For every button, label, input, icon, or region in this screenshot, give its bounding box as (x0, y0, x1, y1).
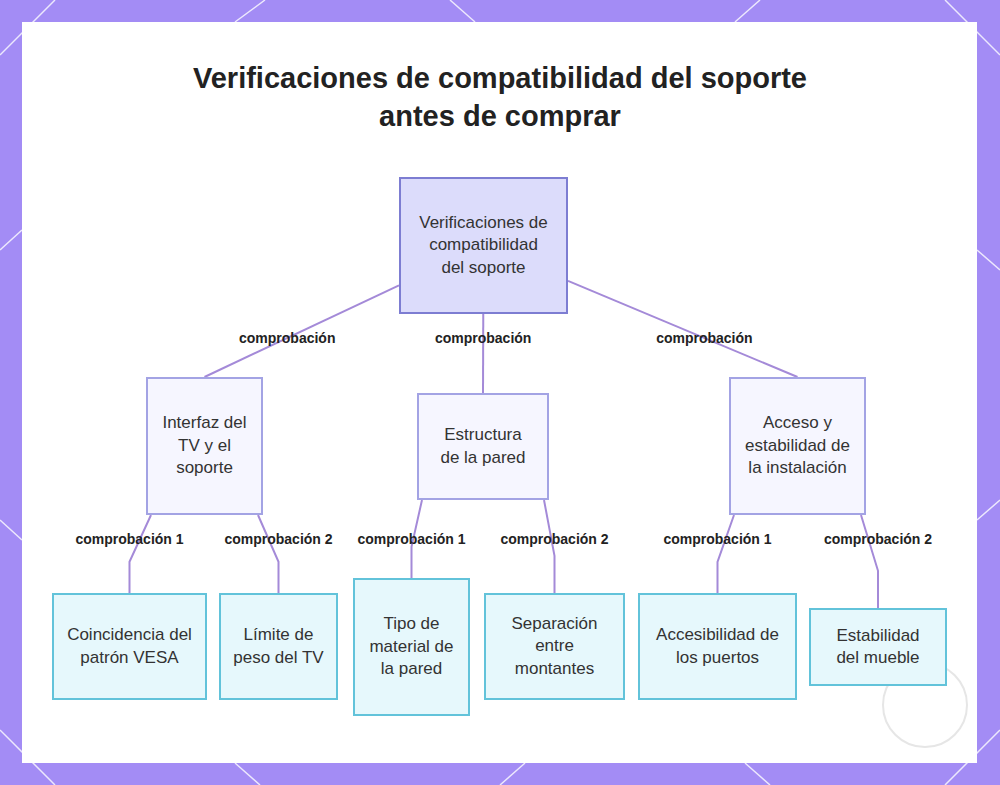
edge-label: comprobación (435, 330, 531, 346)
node-text-group: Verificaciones de compatibilidad del sop… (419, 212, 548, 279)
node-label: Separación entre montantes (498, 613, 611, 680)
node-label: Límite de peso del TV (233, 624, 324, 669)
node-label: Acceso y estabilidad de la instalación (745, 412, 850, 479)
connector-line (482, 314, 484, 393)
check-box: Tipo de material de la pared (353, 578, 470, 716)
connector-line (130, 515, 152, 593)
connector-line (205, 285, 400, 377)
node-label: Estabilidad del mueble (823, 625, 933, 670)
edge-label: comprobación (239, 330, 335, 346)
edge-label: comprobación 2 (500, 531, 608, 547)
category-box: Acceso y estabilidad de la instalación (729, 377, 866, 515)
edge-label: comprobación 1 (663, 531, 771, 547)
node-label: Interfaz del TV y el soporte (162, 412, 247, 479)
category-box: Estructura de la pared (417, 393, 549, 500)
edge-label: comprobación 1 (75, 531, 183, 547)
node-label: Estructura de la pared (433, 424, 533, 469)
node-text-group: Límite de peso del TV (233, 624, 324, 669)
node-text-group: Estructura de la pared (433, 424, 533, 469)
connector-line (568, 281, 798, 377)
node-text-group: Accesibilidad de los puertos (652, 624, 783, 669)
connector-line (861, 515, 878, 608)
connector-line (258, 515, 279, 593)
diagram-title: Verificaciones de compatibilidad del sop… (180, 60, 820, 135)
node-label: Accesibilidad de los puertos (652, 624, 783, 669)
edge-label: comprobación 2 (224, 531, 332, 547)
panel (22, 22, 977, 763)
root-box: Verificaciones de compatibilidad del sop… (399, 177, 568, 314)
edge-label: comprobación 1 (357, 531, 465, 547)
check-box: Estabilidad del mueble (809, 608, 947, 686)
category-box: Interfaz del TV y el soporte (146, 377, 263, 515)
node-text-group: Interfaz del TV y el soporte (162, 412, 247, 479)
check-box: Separación entre montantes (484, 593, 625, 700)
edge-label: comprobación (656, 330, 752, 346)
node-text-group: Separación entre montantes (498, 613, 611, 680)
node-text-group: Acceso y estabilidad de la instalación (745, 412, 850, 479)
edge-label: comprobación 2 (824, 531, 932, 547)
node-label: Tipo de material de la pared (367, 613, 456, 680)
node-text-group: Coincidencia del patrón VESA (66, 624, 193, 669)
node-label: Coincidencia del patrón VESA (66, 624, 193, 669)
connector-line (718, 515, 735, 593)
check-box: Coincidencia del patrón VESA (52, 593, 207, 700)
node-label: Verificaciones de compatibilidad del sop… (419, 212, 548, 279)
check-box: Accesibilidad de los puertos (638, 593, 797, 700)
node-text-group: Estabilidad del mueble (823, 625, 933, 670)
node-text-group: Tipo de material de la pared (367, 613, 456, 680)
check-box: Límite de peso del TV (219, 593, 338, 700)
